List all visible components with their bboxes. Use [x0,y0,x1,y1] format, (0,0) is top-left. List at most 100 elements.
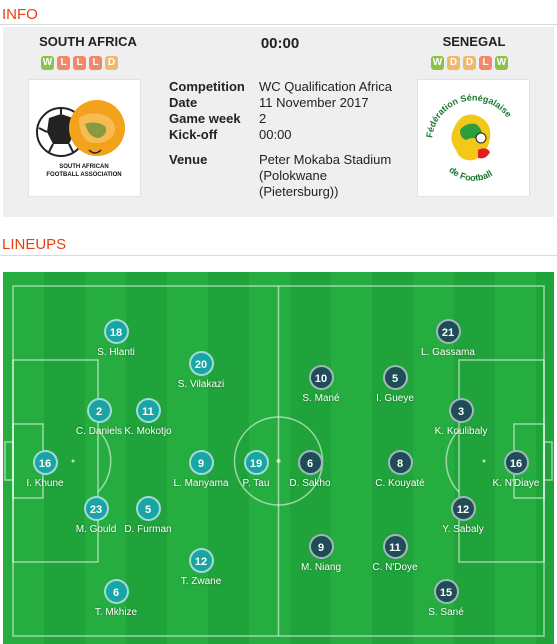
player-name: L. Manyama [173,478,229,489]
away-team-name[interactable]: SENEGAL [442,34,506,49]
detail-value: WC Qualification Africa [259,79,392,94]
away-player[interactable]: 15 S. Sané [391,579,501,618]
player-number: 6 [297,450,323,475]
player-name: K. Mokotjo [124,426,172,437]
player-number: 23 [83,496,109,521]
away-player[interactable]: 6 D. Sakho [255,450,365,489]
detail-row: Game week 2 [169,111,409,127]
home-player[interactable]: 5 D. Furman [93,496,203,535]
home-form-result: D [105,56,118,70]
home-player[interactable]: 6 T. Mkhize [61,579,171,618]
player-number: 11 [382,534,408,559]
away-form-result: L [479,56,492,70]
away-form-result: W [495,56,508,70]
player-number: 8 [387,450,413,475]
info-divider [0,24,557,25]
detail-value[interactable]: Peter Mokaba Stadium (Polokwane (Pieters… [259,152,392,199]
safa-crest-wordmark: SOUTH AFRICAN FOOTBALL ASSOCIATION [46,164,121,178]
home-player[interactable]: 9 L. Manyama [146,450,256,489]
player-name: D. Sakho [289,478,331,489]
player-number: 20 [188,351,214,376]
detail-value: 11 November 2017 [259,95,369,110]
fsf-logo-icon: Fédération Sénégalaise de Football [424,92,513,183]
player-number: 11 [135,398,161,423]
player-name: C. Kouyaté [375,478,425,489]
player-name: K. N'Diaye [492,478,540,489]
away-player[interactable]: 5 I. Gueye [340,365,450,404]
player-number: 3 [448,398,474,423]
home-team-name[interactable]: SOUTH AFRICA [39,34,137,49]
detail-row: Competition WC Qualification Africa [169,79,409,95]
player-name: I. Gueye [376,393,414,404]
player-number: 16 [32,450,58,475]
match-score: 00:00 [260,35,300,52]
detail-value: 00:00 [259,127,292,142]
home-player[interactable]: 20 S. Vilakazi [146,351,256,390]
away-form-result: W [431,56,444,70]
detail-label: Kick-off [169,127,218,142]
home-team-crest[interactable]: SOUTH AFRICAN FOOTBALL ASSOCIATION [28,79,141,197]
player-number: 5 [382,365,408,390]
detail-value: 2 [259,111,267,126]
home-form-result: L [73,56,86,70]
detail-row: Date 11 November 2017 [169,95,409,111]
info-section-title: INFO [2,6,38,23]
player-number: 19 [243,450,269,475]
player-name: T. Mkhize [94,607,138,618]
player-name: P. Tau [242,478,270,489]
away-player[interactable]: 3 K. Koulibaly [406,398,516,437]
player-name: I. Khune [26,478,64,489]
player-number: 5 [135,496,161,521]
detail-row: Kick-off 00:00 [169,127,409,143]
player-number: 12 [188,548,214,573]
away-player[interactable]: 11 C. N'Doye [340,534,450,573]
player-name: S. Hlanti [97,347,135,358]
away-player[interactable]: 16 K. N'Diaye [461,450,554,489]
player-name: K. Koulibaly [434,426,488,437]
player-name: C. N'Doye [372,562,418,573]
away-form-result: D [447,56,460,70]
away-player[interactable]: 8 C. Kouyaté [345,450,455,489]
pitch-markings [3,272,554,644]
player-number: 12 [450,496,476,521]
home-player[interactable]: 2 C. Daniels [44,398,154,437]
home-player[interactable]: 19 P. Tau [201,450,311,489]
svg-text:SOUTH AFRICAN: SOUTH AFRICAN [59,164,108,170]
svg-text:de Football: de Football [447,165,494,183]
home-form-result: L [89,56,102,70]
player-number: 15 [433,579,459,604]
player-number: 9 [308,534,334,559]
player-name: D. Furman [124,524,172,535]
player-number: 6 [103,579,129,604]
player-name: S. Vilakazi [177,379,225,390]
lineups-divider [0,255,557,256]
safa-logo-icon: SOUTH AFRICAN FOOTBALL ASSOCIATION [36,100,125,178]
home-player[interactable]: 16 I. Khune [3,450,100,489]
player-number: 16 [503,450,529,475]
detail-label: Date [169,95,198,110]
home-player[interactable]: 11 K. Mokotjo [93,398,203,437]
player-number: 9 [188,450,214,475]
detail-label: Game week [169,111,241,126]
player-name: S. Sané [428,607,464,618]
player-name: C. Daniels [75,426,123,437]
detail-label: Competition [169,79,245,94]
player-number: 2 [86,398,112,423]
away-team-crest[interactable]: Fédération Sénégalaise de Football [417,79,530,197]
lineups-section-title: LINEUPS [2,236,67,253]
player-name: M. Gould [75,524,117,535]
home-player[interactable]: 23 M. Gould [41,496,151,535]
svg-text:FOOTBALL ASSOCIATION: FOOTBALL ASSOCIATION [46,172,121,178]
